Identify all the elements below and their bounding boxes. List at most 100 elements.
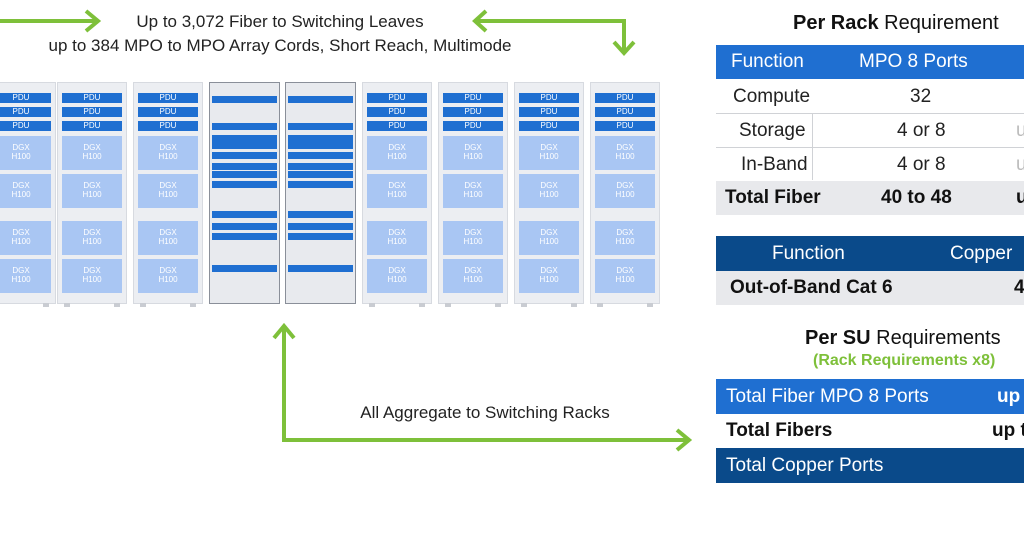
dgx-model-label: H100 xyxy=(387,275,407,284)
dgx-model-label: H100 xyxy=(82,190,102,199)
copper-function: Out-of-Band Cat 6 xyxy=(730,277,893,298)
su-label: Total Fiber MPO 8 Ports xyxy=(726,385,929,407)
su-value: up xyxy=(997,385,1021,407)
dgx-label: DGX xyxy=(388,181,406,190)
switch-unit xyxy=(288,265,353,272)
pdu-unit: PDU xyxy=(367,121,427,131)
rack-foot xyxy=(597,303,603,307)
dgx-label: DGX xyxy=(464,228,482,237)
pdu-unit: PDU xyxy=(519,107,579,117)
dgx-label: DGX xyxy=(464,143,482,152)
su-row-copper: Total Copper Ports xyxy=(716,448,1024,483)
dgx-label: DGX xyxy=(464,181,482,190)
pdu-unit: PDU xyxy=(138,93,198,103)
copper-header-row: Function Copper xyxy=(716,236,1024,271)
fiber-leaves-caption: Up to 3,072 Fiber to Switching Leaves xyxy=(136,12,424,31)
dgx-model-label: H100 xyxy=(615,275,635,284)
dgx-label: DGX xyxy=(388,228,406,237)
pdu-unit: PDU xyxy=(595,107,655,117)
pdu-unit: PDU xyxy=(443,121,503,131)
dgx-model-label: H100 xyxy=(463,275,483,284)
switch-unit xyxy=(288,181,353,188)
per-su-title-bold: Per SU xyxy=(805,327,871,349)
pdu-unit: PDU xyxy=(0,93,51,103)
switch-unit xyxy=(212,233,277,240)
switch-unit xyxy=(212,211,277,218)
row-mpo: 4 or 8 xyxy=(897,153,946,175)
rack-foot xyxy=(190,303,196,307)
per-rack-header-row: Function MPO 8 Ports xyxy=(716,45,1024,79)
dgx-model-label: H100 xyxy=(539,237,559,246)
dgx-label: DGX xyxy=(159,266,177,275)
pdu-unit: PDU xyxy=(0,107,51,117)
dgx-label: DGX xyxy=(83,181,101,190)
rack-foot xyxy=(419,303,425,307)
aggregate-caption: All Aggregate to Switching Racks xyxy=(360,403,610,422)
arrow-head-down xyxy=(612,40,636,56)
rack-foot xyxy=(369,303,375,307)
dgx-model-label: H100 xyxy=(539,152,559,161)
dgx-model-label: H100 xyxy=(11,190,31,199)
dgx-label: DGX xyxy=(540,266,558,275)
dgx-model-label: H100 xyxy=(158,237,178,246)
per-rack-row-compute: Compute 32 xyxy=(716,80,1024,114)
switch-unit xyxy=(288,123,353,130)
su-label: Total Copper Ports xyxy=(726,454,884,476)
pdu-unit: PDU xyxy=(443,93,503,103)
dgx-model-label: H100 xyxy=(387,190,407,199)
switch-unit xyxy=(212,163,277,170)
per-rack-title-rest: Requirement xyxy=(878,12,999,34)
total-function: Total Fiber xyxy=(725,187,821,208)
dgx-label: DGX xyxy=(159,181,177,190)
arrow-head-right-agg xyxy=(675,428,693,452)
dgx-model-label: H100 xyxy=(11,152,31,161)
rack-foot xyxy=(495,303,501,307)
switch-unit xyxy=(288,233,353,240)
dgx-model-label: H100 xyxy=(615,152,635,161)
dgx-model-label: H100 xyxy=(539,190,559,199)
per-su-title: Per SU Requirements xyxy=(805,327,1001,350)
dgx-label: DGX xyxy=(12,228,30,237)
row-extra: u xyxy=(1016,119,1024,141)
row-function: Storage xyxy=(739,119,806,141)
switching-rack xyxy=(209,82,280,304)
switch-unit xyxy=(288,152,353,159)
pdu-unit: PDU xyxy=(62,107,122,117)
rack-foot xyxy=(140,303,146,307)
dgx-label: DGX xyxy=(616,228,634,237)
dgx-model-label: H100 xyxy=(615,237,635,246)
switch-unit xyxy=(212,96,277,103)
dgx-model-label: H100 xyxy=(615,190,635,199)
rack-foot xyxy=(114,303,120,307)
mpo-cords-caption: up to 384 MPO to MPO Array Cords, Short … xyxy=(48,36,512,55)
arrow-head-up xyxy=(272,322,296,340)
per-rack-title: Per Rack Requirement xyxy=(793,12,999,35)
dgx-model-label: H100 xyxy=(82,152,102,161)
dgx-label: DGX xyxy=(159,228,177,237)
dgx-model-label: H100 xyxy=(158,190,178,199)
copper-row: Out-of-Band Cat 6 4 xyxy=(716,271,1024,305)
pdu-unit: PDU xyxy=(595,121,655,131)
